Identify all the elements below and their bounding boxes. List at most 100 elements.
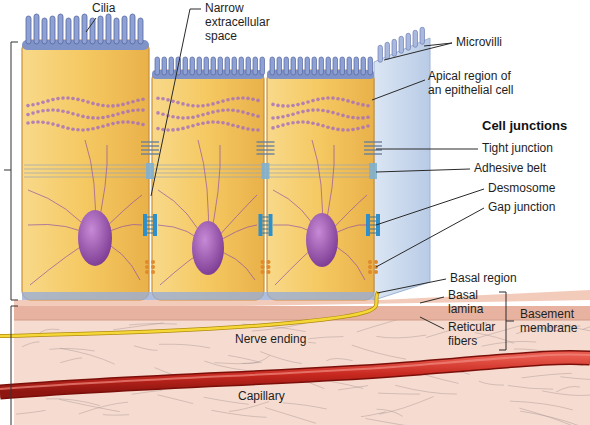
actin-bead — [171, 128, 175, 132]
fiber — [228, 356, 262, 363]
cell — [152, 70, 264, 300]
microvillus — [347, 57, 352, 75]
actin-bead — [301, 120, 305, 124]
gap-junction — [151, 265, 155, 269]
actin-bead — [291, 104, 295, 108]
part-label: Basal lamina — [448, 289, 493, 317]
microvillus — [155, 57, 160, 75]
actin-bead — [121, 103, 125, 107]
microvillus — [277, 57, 282, 75]
actin-bead — [271, 116, 275, 120]
actin-bead — [256, 128, 260, 132]
actin-bead — [161, 113, 165, 117]
fiber — [260, 352, 302, 364]
actin-bead — [86, 116, 90, 120]
microvillus — [225, 57, 230, 75]
actin-bead — [241, 96, 245, 100]
actin-bead — [96, 103, 100, 107]
tight-junction — [364, 153, 382, 154]
actin-bead — [186, 116, 190, 120]
actin-bead — [41, 109, 45, 113]
part-label: Tight junction — [482, 142, 553, 156]
microvillus — [246, 57, 251, 75]
gap-junction — [368, 260, 372, 264]
desmosome-link — [370, 233, 376, 234]
actin-bead — [141, 97, 145, 101]
fiber — [59, 399, 120, 411]
microvillus — [305, 57, 310, 75]
gap-junction — [368, 270, 372, 274]
microvillus — [197, 57, 202, 75]
actin-bead — [286, 122, 290, 126]
actin-bead — [211, 120, 215, 124]
actin-bead — [81, 115, 85, 119]
fiber — [352, 345, 406, 359]
actin-bead — [26, 121, 30, 125]
actin-bead — [126, 110, 130, 114]
fiber — [357, 319, 400, 332]
actin-bead — [206, 121, 210, 125]
cilium — [130, 14, 135, 44]
cilium — [106, 14, 111, 44]
nerve-ending — [0, 292, 378, 336]
actin-bead — [186, 103, 190, 107]
actin-bead — [56, 124, 60, 128]
gap-junction — [145, 270, 149, 274]
fiber — [214, 363, 259, 364]
nucleus — [78, 210, 112, 266]
leader-line — [151, 9, 201, 196]
microvillus — [354, 57, 359, 75]
cilium — [98, 16, 103, 44]
gap-junction — [145, 265, 149, 269]
fiber — [159, 344, 210, 348]
actin-bead — [246, 112, 250, 116]
actin-bead — [346, 115, 350, 119]
actin-bead — [51, 98, 55, 102]
actin-bead — [351, 128, 355, 132]
actin-bead — [46, 121, 50, 125]
desmosome-plaque — [153, 214, 157, 236]
actin-bead — [331, 127, 335, 131]
actin-bead — [271, 103, 275, 107]
fiber — [366, 419, 431, 425]
actin-bead — [136, 108, 140, 112]
actin-bead — [71, 127, 75, 131]
actin-bead — [236, 125, 240, 129]
actin-bead — [361, 126, 365, 130]
nucleus — [192, 221, 224, 275]
fiber — [560, 377, 590, 380]
desmosome-link — [370, 221, 376, 222]
microvillus — [260, 57, 265, 75]
actin-bead — [116, 104, 120, 108]
fiber — [60, 358, 82, 363]
actin-bead — [201, 113, 205, 117]
fiber — [79, 402, 128, 414]
fiber — [158, 395, 194, 404]
fiber — [229, 402, 269, 412]
actin-bead — [141, 108, 145, 112]
fiber — [379, 397, 434, 415]
cilium — [66, 18, 71, 44]
gap-junction — [145, 260, 149, 264]
actin-bead — [296, 103, 300, 107]
fiber — [211, 410, 266, 417]
actin-bead — [181, 127, 185, 131]
tissue-bracket — [11, 42, 18, 300]
actin-bead — [296, 120, 300, 124]
desmosome-plaque — [259, 214, 263, 236]
leader-line — [376, 208, 484, 267]
microvillus — [284, 57, 289, 75]
actin-bead — [91, 116, 95, 120]
actin-bead — [61, 125, 65, 129]
actin-bead — [41, 101, 45, 105]
actin-bead — [251, 97, 255, 101]
microvillus — [406, 33, 411, 50]
desmosome-link — [147, 229, 153, 230]
leader-line — [372, 80, 425, 100]
part-label: Basal region — [450, 272, 517, 286]
nucleus — [306, 213, 338, 267]
capillary-wall — [0, 357, 590, 392]
fiber — [482, 341, 537, 346]
actin-bead — [221, 108, 225, 112]
actin-bead — [96, 116, 100, 120]
